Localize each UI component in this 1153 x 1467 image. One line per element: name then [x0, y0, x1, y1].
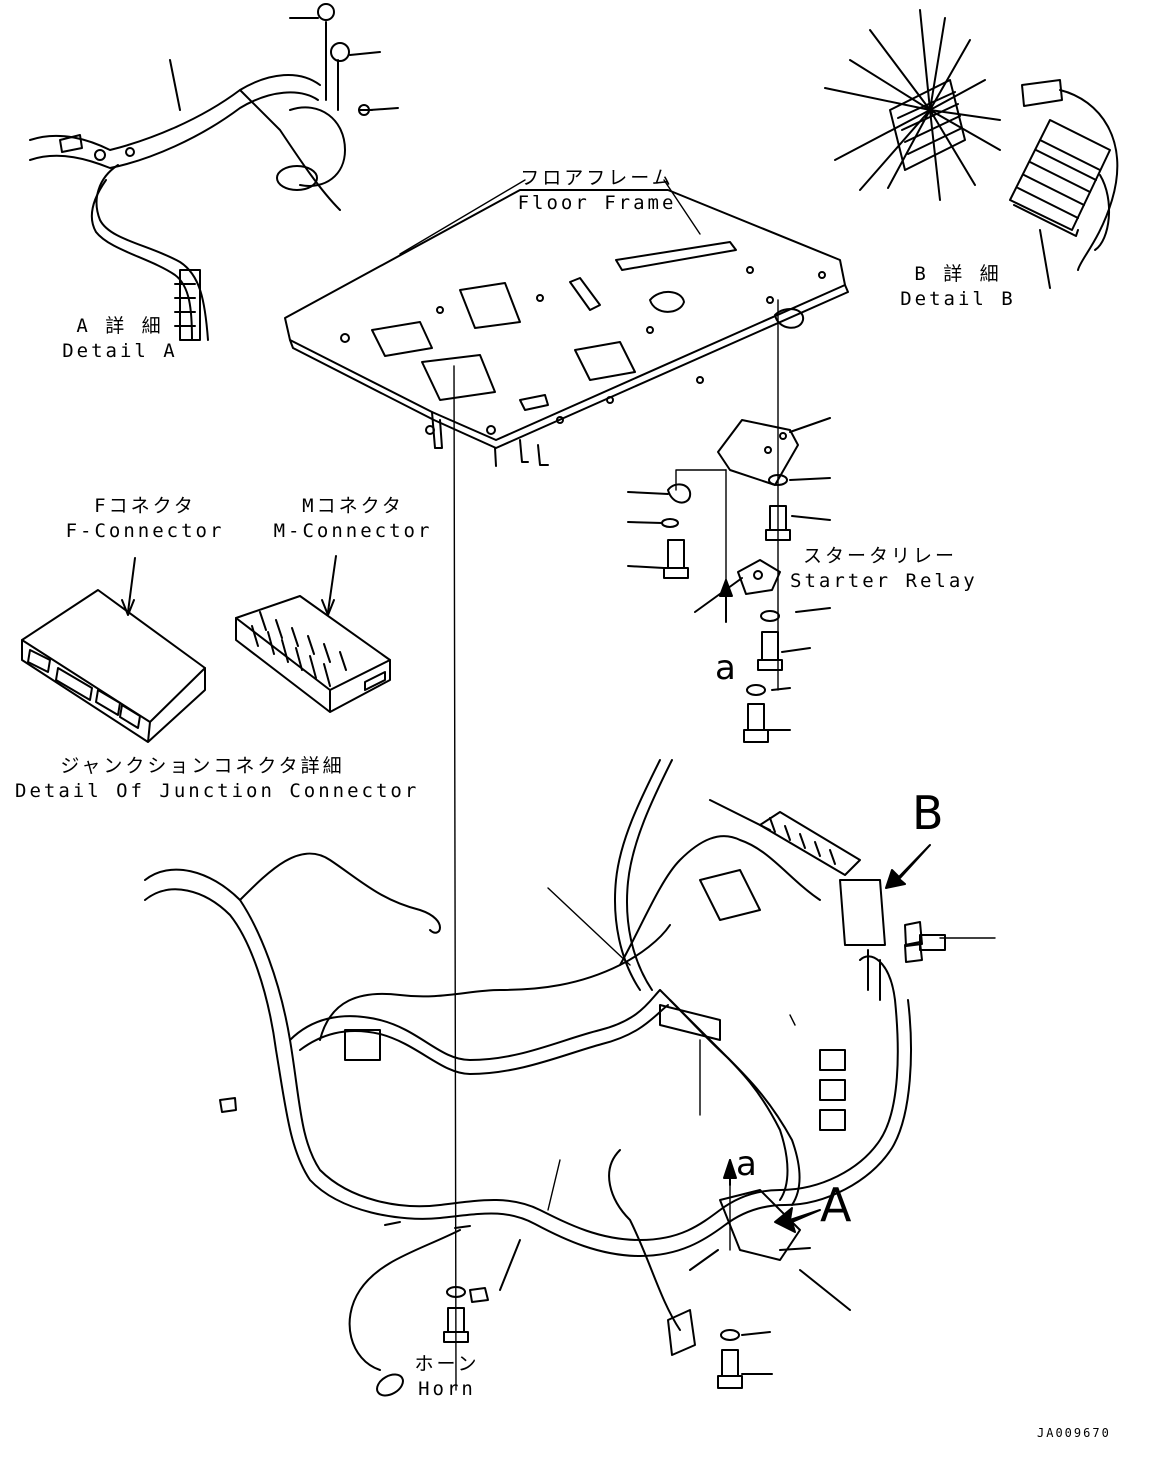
- drawing-code: JA009670: [1037, 1426, 1111, 1440]
- view-b-marker: B: [912, 786, 944, 840]
- alignment-lines: [399, 179, 779, 1391]
- starter-relay-label: スタータリレー Starter Relay: [790, 544, 978, 593]
- junction-connector-en: Detail Of Junction Connector: [15, 779, 420, 802]
- horn-label: ホーン Horn: [412, 1352, 482, 1401]
- m-connector-drawing: [235, 555, 391, 713]
- floor-frame-plate: [284, 189, 849, 467]
- ref-a-lower: a: [736, 1144, 757, 1184]
- detail-a-harness: [29, 3, 399, 341]
- view-a-marker: A: [820, 1178, 852, 1232]
- f-connector-drawing: [21, 557, 206, 743]
- detail-b-ja: B 詳 細: [914, 263, 1002, 285]
- detail-a-en: Detail A: [62, 339, 178, 362]
- floor-frame-ja: フロアフレーム: [520, 167, 674, 189]
- junction-connector-label: ジャンクションコネクタ詳細 Detail Of Junction Connect…: [15, 754, 420, 803]
- harness-connectors: [219, 799, 946, 1356]
- starter-relay-ja: スタータリレー: [802, 545, 957, 567]
- floor-frame-en: Floor Frame: [517, 191, 677, 214]
- detail-a-ja: A 詳 細: [76, 315, 164, 337]
- detail-a-label: A 詳 細 Detail A: [55, 314, 185, 363]
- horn-assembly: [376, 1247, 851, 1397]
- f-connector-en: F-Connector: [65, 519, 225, 542]
- starter-relay-en: Starter Relay: [790, 569, 978, 592]
- ref-a-upper: a: [715, 648, 736, 688]
- m-connector-en: M-Connector: [273, 519, 433, 542]
- arrow-markers: [719, 579, 931, 1233]
- detail-b-en: Detail B: [900, 287, 1016, 310]
- m-connector-label: Mコネクタ M-Connector: [268, 494, 438, 543]
- horn-en: Horn: [418, 1377, 476, 1400]
- f-connector-label: Fコネクタ F-Connector: [60, 494, 230, 543]
- main-harness: [144, 759, 912, 1371]
- horn-ja: ホーン: [414, 1353, 480, 1375]
- detail-b-fusebox: [824, 9, 1119, 289]
- part-leaders: [547, 887, 996, 1211]
- starter-relay-assembly: [627, 417, 831, 743]
- junction-connector-ja: ジャンクションコネクタ詳細: [60, 755, 345, 777]
- floor-frame-label: フロアフレーム Floor Frame: [512, 166, 682, 215]
- detail-b-label: B 詳 細 Detail B: [893, 262, 1023, 311]
- f-connector-ja: Fコネクタ: [94, 495, 196, 517]
- m-connector-ja: Mコネクタ: [302, 495, 404, 517]
